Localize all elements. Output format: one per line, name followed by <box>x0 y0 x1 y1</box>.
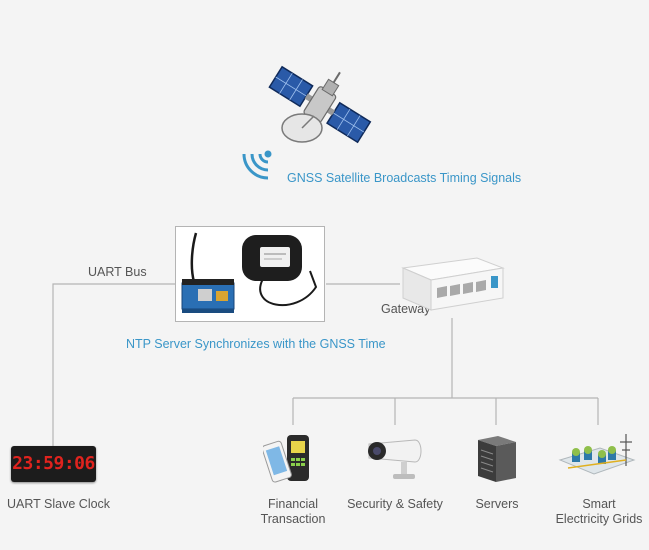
device-label-security: Security & Safety <box>347 497 443 511</box>
power-grid-icon <box>558 434 636 475</box>
uart-bus-line <box>52 283 175 446</box>
gateway-label: Gateway <box>381 302 431 316</box>
security-camera-icon <box>368 439 422 479</box>
uart-bus-label: UART Bus <box>88 265 147 279</box>
server-rack-icon <box>478 436 516 482</box>
gateway-switch-icon <box>401 257 505 311</box>
device-label-grid: Smart Electricity Grids <box>555 497 643 526</box>
satellite-icon <box>268 65 372 144</box>
gnss-hat-board-icon <box>181 232 318 313</box>
signal-wave-icon <box>242 150 272 180</box>
ntp-caption: NTP Server Synchronizes with the GNSS Ti… <box>126 337 386 351</box>
device-label-servers: Servers <box>475 497 519 511</box>
clock-display: 23:59:06 <box>12 453 95 474</box>
ntp-server-box <box>175 226 325 322</box>
pos-terminal-icon <box>263 435 309 483</box>
device-label-financial: Financial Transaction <box>260 497 326 526</box>
uart-slave-clock: 23:59:06 <box>11 446 96 482</box>
satellite-caption: GNSS Satellite Broadcasts Timing Signals <box>287 171 522 185</box>
clock-label: UART Slave Clock <box>7 497 111 511</box>
